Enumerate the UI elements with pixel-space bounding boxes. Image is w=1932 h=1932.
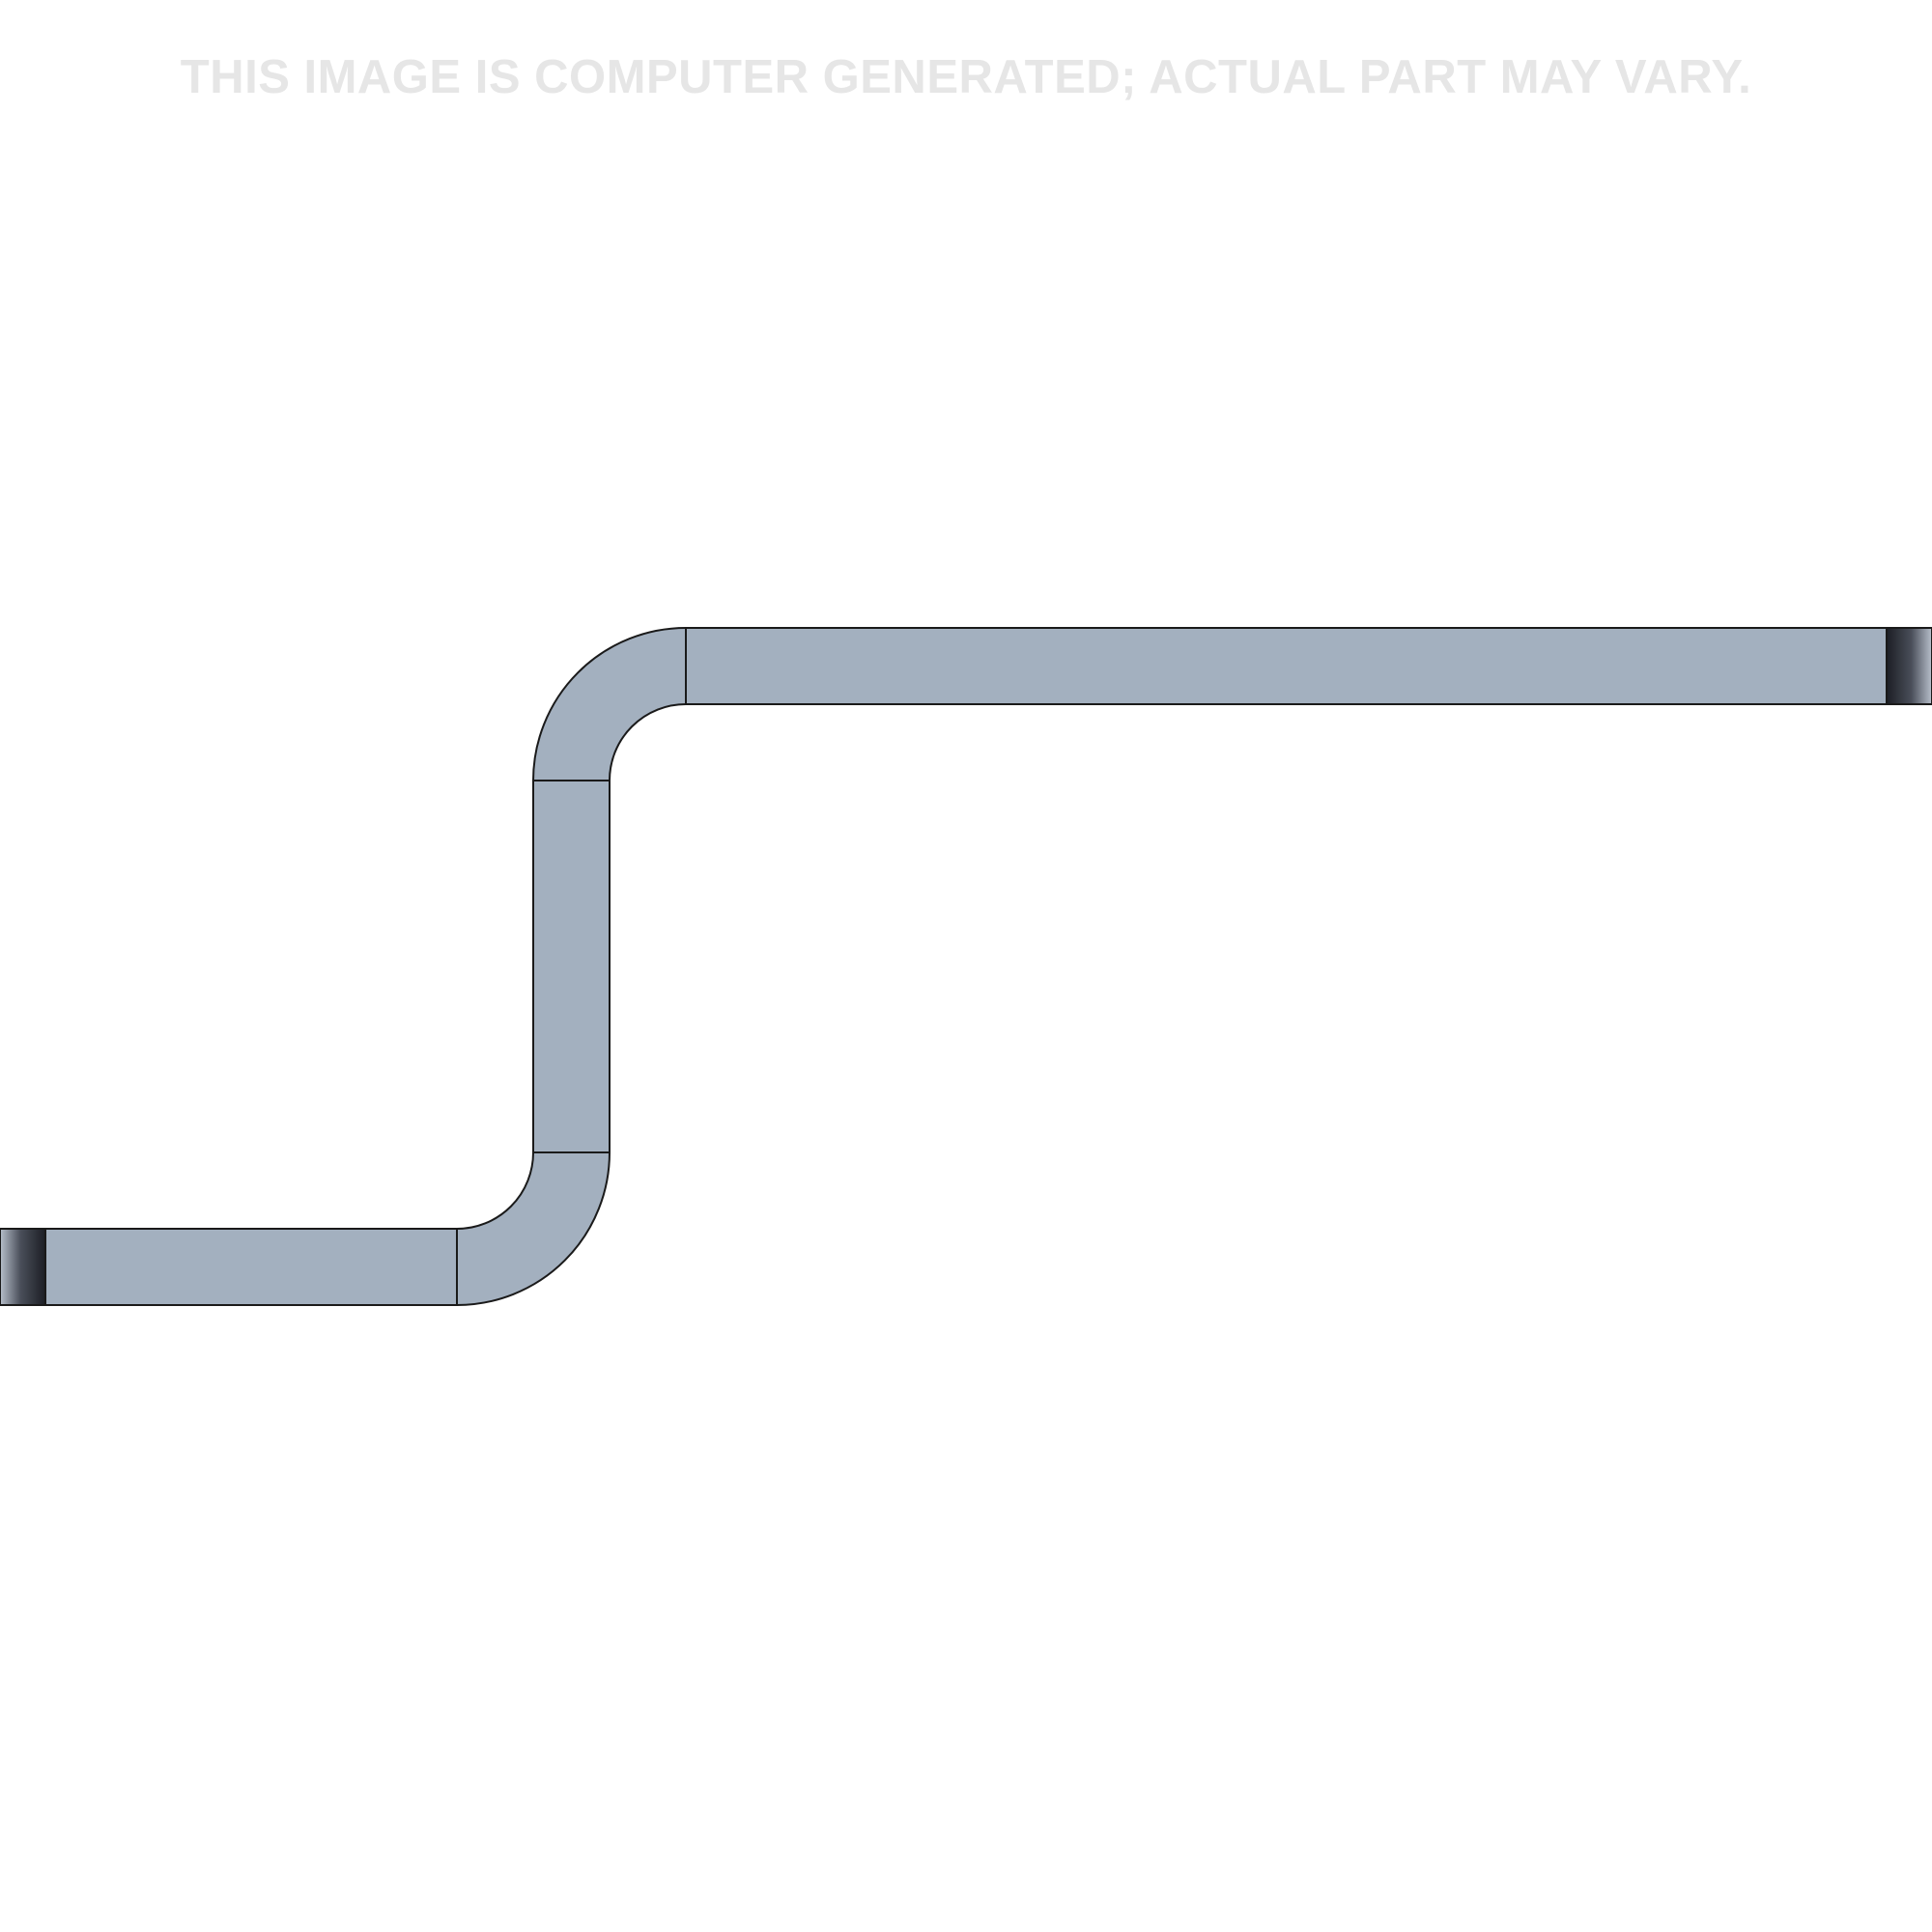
left-end-face [0,1228,46,1306]
computer-generated-disclaimer: THIS IMAGE IS COMPUTER GENERATED; ACTUAL… [180,51,1752,103]
right-end-face [1886,627,1932,705]
part-body [0,627,1932,1306]
